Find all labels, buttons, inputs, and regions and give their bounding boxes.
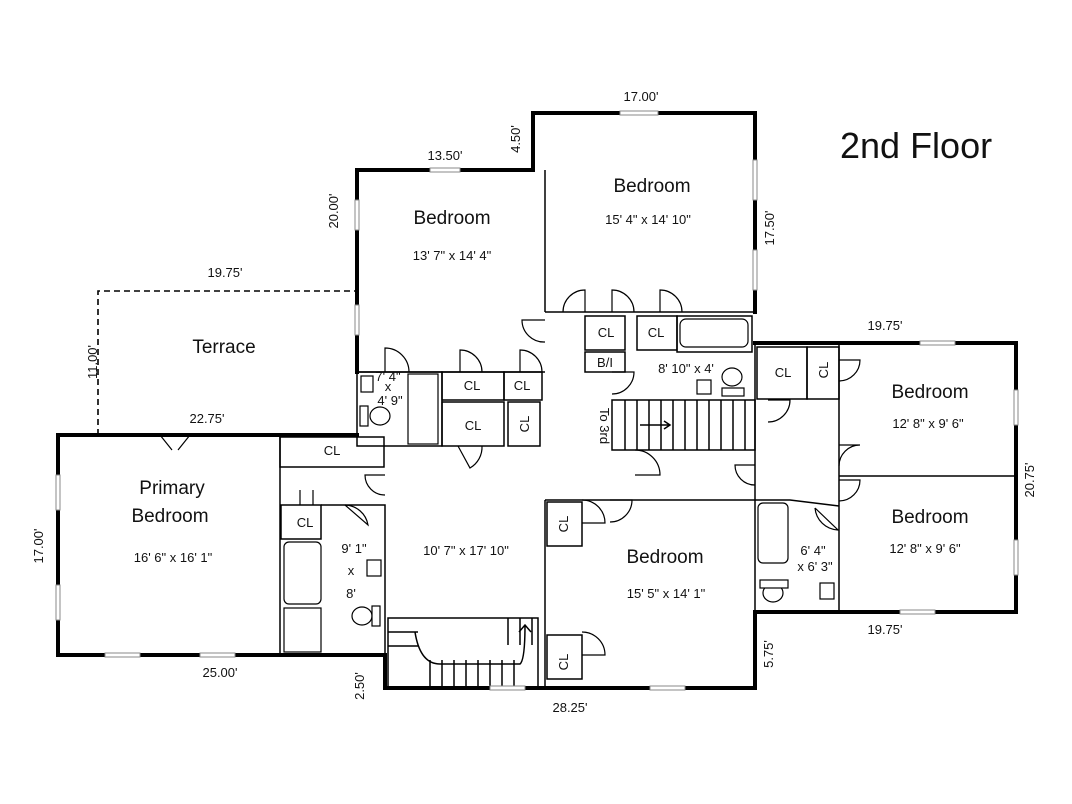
bedroom-right-upper-dims: 12' 8" x 9' 6": [892, 416, 964, 431]
primary-bedroom-name-line2: Bedroom: [131, 506, 208, 527]
bedroom-center-name: Bedroom: [626, 547, 703, 568]
floor-title: 2nd Floor: [840, 125, 992, 166]
dimension-label: 2.50': [352, 672, 367, 700]
windows: [55, 110, 1019, 691]
dimension-label: 17.50': [762, 210, 777, 245]
bath-primary-dim-line3: 8': [346, 586, 356, 601]
dimension-label: 25.00': [202, 665, 237, 680]
bedroom-right-lower-name: Bedroom: [891, 507, 968, 528]
closet-label: CL: [556, 654, 571, 671]
bath-left-dim-line3: 4' 9": [377, 393, 403, 408]
dimension-label: 4.50': [508, 125, 523, 153]
bath-right-dim-line2: x 6' 3": [797, 559, 833, 574]
closet-label: CL: [556, 516, 571, 533]
primary-bedroom-dims: 16' 6" x 16' 1": [134, 550, 213, 565]
dimension-label: 20.75': [1022, 462, 1037, 497]
closet-label: CL: [775, 365, 792, 380]
bedroom-right-upper-name: Bedroom: [891, 382, 968, 403]
bedroom-right-lower-dims: 12' 8" x 9' 6": [889, 541, 961, 556]
dimension-labels: 17.00' 4.50' 13.50' 20.00' 17.50' 19.75'…: [31, 89, 1037, 715]
closet-label: CL: [464, 378, 481, 393]
built-in-label: B/I: [597, 355, 613, 370]
closet-label: CL: [648, 325, 665, 340]
dimension-label: 20.00': [326, 193, 341, 228]
dimension-label: 5.75': [761, 640, 776, 668]
dimension-label: 17.00': [31, 528, 46, 563]
bath-center-dims: 8' 10" x 4': [658, 361, 714, 376]
bedroom-top-left-dims: 13' 7" x 14' 4": [413, 248, 492, 263]
primary-bedroom-name-line1: Primary: [139, 478, 205, 499]
bedroom-center-dims: 15' 5" x 14' 1": [627, 586, 706, 601]
bedroom-top-right-dims: 15' 4" x 14' 10": [605, 212, 691, 227]
closet-label: CL: [598, 325, 615, 340]
hall-dims: 10' 7" x 17' 10": [423, 543, 509, 558]
dimension-label: 17.00': [623, 89, 658, 104]
bedroom-top-left-name: Bedroom: [413, 208, 490, 229]
closet-label: CL: [514, 378, 531, 393]
bath-primary-dim-line1: 9' 1": [341, 541, 367, 556]
closet-label: CL: [517, 416, 532, 433]
stairs-to-third-label: To 3rd: [597, 408, 612, 444]
bedroom-top-right-name: Bedroom: [613, 176, 690, 197]
bath-primary-dim-line2: x: [348, 563, 355, 578]
dimension-label: 28.25': [552, 700, 587, 715]
stairs-to-third[interactable]: [624, 400, 746, 450]
closet-label: CL: [297, 515, 314, 530]
closet-labels: CL CL CL CL CL CL CL CL CL CL CL CL B/I …: [297, 325, 831, 670]
terrace-outline: [97, 290, 357, 435]
bath-left-dim-line1: 7' 4": [375, 369, 401, 384]
bath-fixtures: [283, 318, 835, 653]
bath-left-dim-line2: x: [385, 379, 392, 394]
dimension-label: 13.50': [427, 148, 462, 163]
terrace-name: Terrace: [192, 337, 255, 358]
main-stairs[interactable]: [388, 618, 533, 688]
dimension-label: 19.75': [207, 265, 242, 280]
interior-walls: [279, 170, 1016, 689]
closet-label: CL: [324, 443, 341, 458]
dimension-label: 19.75': [867, 622, 902, 637]
closet-label: CL: [816, 362, 831, 379]
bath-right-dim-line1: 6' 4": [800, 543, 826, 558]
doors: [159, 289, 861, 656]
dimension-label: 22.75': [189, 411, 224, 426]
closet-label: CL: [465, 418, 482, 433]
dimension-label: 19.75': [867, 318, 902, 333]
dimension-label: 11.00': [85, 345, 100, 379]
